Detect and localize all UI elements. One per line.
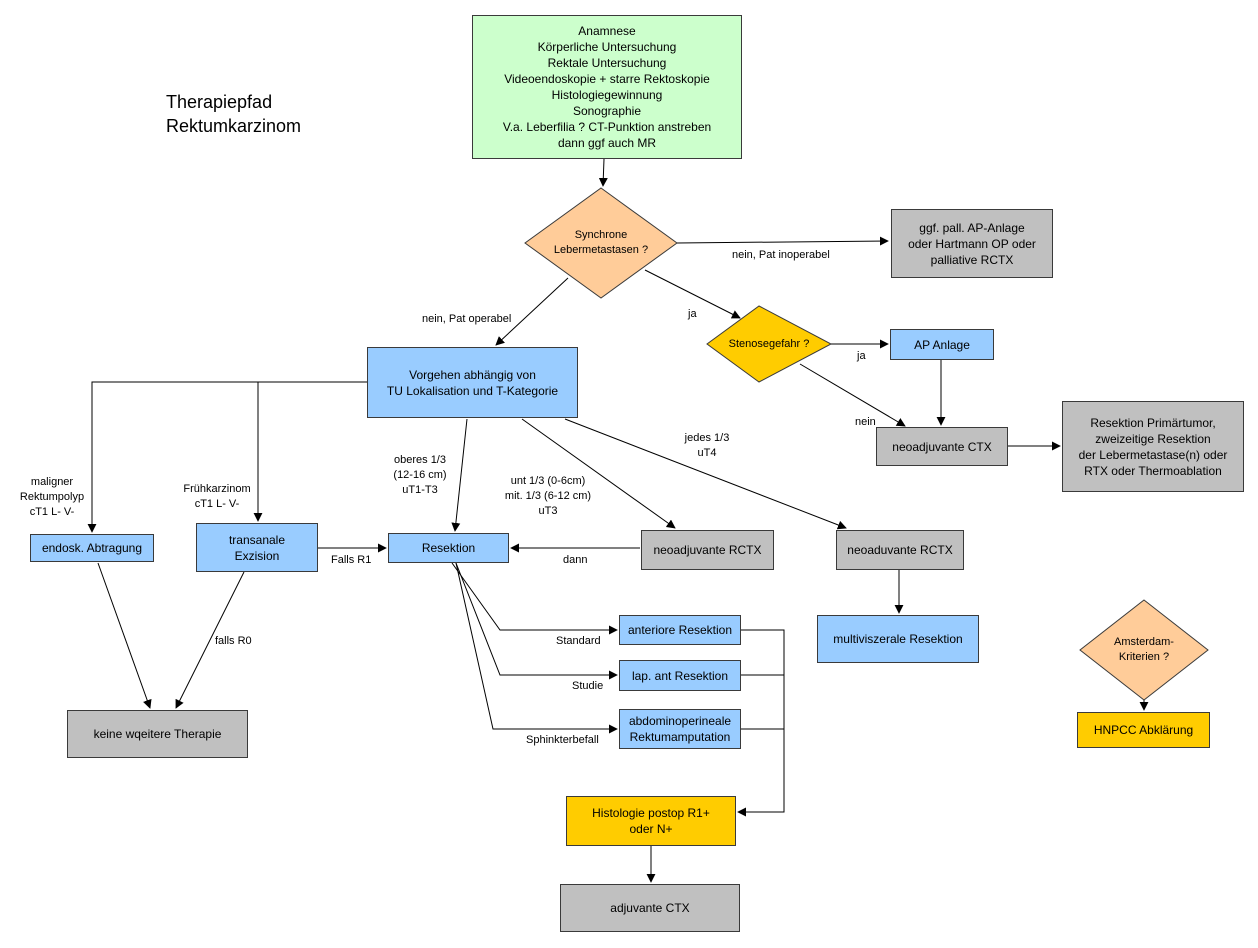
- label-ja-ap: ja: [857, 350, 866, 362]
- edge-transanal-keine: [175, 571, 245, 709]
- node-resektion-primaer: Resektion Primärtumor, zweizeitige Resek…: [1062, 401, 1244, 492]
- title-line-2: Rektumkarzinom: [166, 116, 302, 136]
- node-anteriore: anteriore Resektion: [619, 615, 741, 645]
- node-keine: keine wqeitere Therapie: [67, 710, 248, 758]
- node-stenose: Stenosegefahr ?: [728, 337, 810, 350]
- label-maligner: maligner Rektumpolyp cT1 L- V-: [19, 476, 85, 518]
- edge-endosk-keine: [97, 562, 152, 709]
- node-endosk: endosk. Abtragung: [30, 534, 154, 562]
- diamond-stenose: [706, 305, 833, 383]
- edge-resektion-abdomino: [455, 562, 618, 734]
- label-standard: Standard: [556, 635, 601, 647]
- title-line-1: Therapiepfad: [166, 92, 273, 112]
- node-resektion: Resektion: [388, 533, 509, 563]
- edge-resektion-lap: [455, 562, 618, 680]
- label-oberes: oberes 1/3 (12-16 cm) uT1-T3: [393, 454, 447, 496]
- label-nein-inoperabel: nein, Pat inoperabel: [732, 249, 830, 261]
- label-falls-r1: Falls R1: [331, 554, 372, 566]
- node-neoadj-ctx: neoadjuvante CTX: [876, 427, 1008, 466]
- label-sphinkter: Sphinkterbefall: [526, 734, 599, 746]
- edge-stenose-ctx: [799, 363, 906, 427]
- edge-synchrone-vorgehen: [495, 277, 569, 346]
- node-histologie-postop: Histologie postop R1+ oder N+: [566, 796, 736, 846]
- label-jedes: jedes 1/3 uT4: [684, 432, 730, 459]
- node-transanal: transanale Exzision: [196, 523, 318, 572]
- node-ap-anlage: AP Anlage: [890, 329, 994, 360]
- node-palliativ: ggf. pall. AP-Anlage oder Hartmann OP od…: [891, 209, 1053, 278]
- node-hnpcc: HNPCC Abklärung: [1077, 712, 1210, 748]
- diamond-synchrone: [524, 187, 678, 299]
- node-adjuvante: adjuvante CTX: [560, 884, 740, 932]
- node-diagnostik: Anamnese Körperliche Untersuchung Rektal…: [472, 15, 742, 159]
- edge-vorgehen-neoaduvante: [564, 418, 847, 530]
- label-fruehkarzinom: Frühkarzinom cT1 L- V-: [183, 483, 251, 510]
- diagram-title: Therapiepfad Rektumkarzinom: [166, 90, 301, 138]
- label-falls-r0: falls R0: [215, 635, 252, 647]
- label-studie: Studie: [572, 680, 604, 692]
- edge-resektion-anteriore: [451, 562, 618, 635]
- node-vorgehen: Vorgehen abhängig von TU Lokalisation un…: [367, 347, 578, 418]
- edge-synchrone-palliativ: [676, 236, 889, 246]
- edge-diagnostik-synchrone: [598, 158, 608, 187]
- node-amsterdam: Amsterdam- Kriterien ?: [1114, 636, 1174, 663]
- edge-synchrone-stenose: [644, 269, 741, 319]
- edge-vorgehen-neoadj-rctx: [521, 418, 676, 529]
- label-dann: dann: [563, 554, 588, 566]
- edge-vorgehen-endosk: [87, 381, 367, 533]
- node-multiviszeral: multiviszerale Resektion: [817, 615, 979, 663]
- label-unt-mit: unt 1/3 (0-6cm) mit. 1/3 (6-12 cm) uT3: [504, 475, 592, 517]
- node-neoadj-rctx: neoadjuvante RCTX: [641, 530, 774, 570]
- node-neoaduvante-rctx: neoaduvante RCTX: [836, 530, 964, 570]
- label-ja-stenose: ja: [688, 308, 697, 320]
- node-lap-ant: lap. ant Resektion: [619, 660, 741, 691]
- edge-vorgehen-resektion: [451, 418, 468, 532]
- label-nein-ctx: nein: [855, 416, 876, 428]
- node-synchrone: Synchrone Lebermetastasen ?: [553, 229, 649, 256]
- edge-anteriore-histologie: [737, 629, 785, 817]
- node-abdomino: abdominoperineale Rektumamputation: [619, 709, 741, 749]
- label-nein-operabel: nein, Pat operabel: [422, 313, 512, 325]
